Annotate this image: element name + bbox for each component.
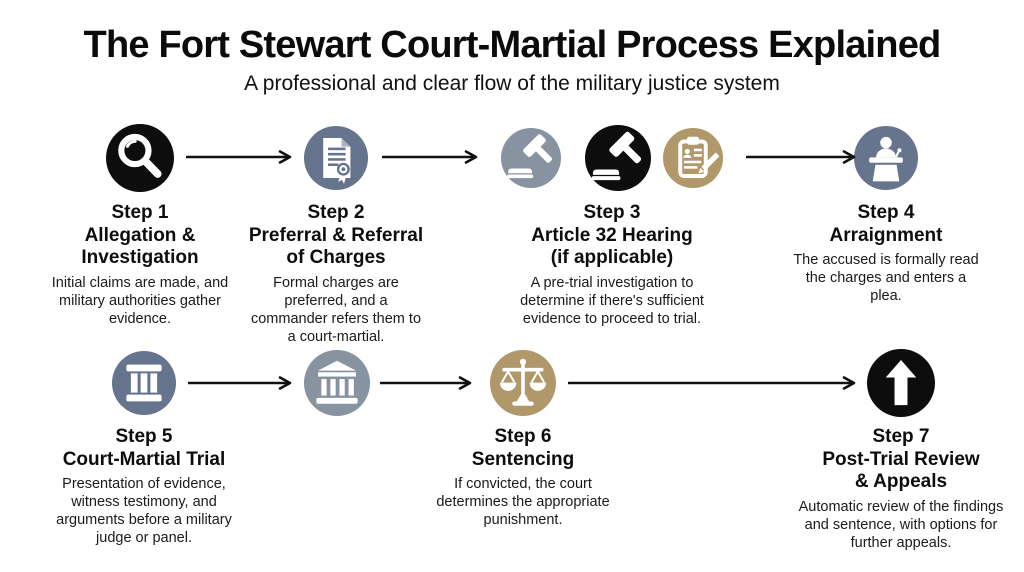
step-3: Step 3 Article 32 Hearing (if applicable…	[501, 122, 723, 329]
step-title: Allegation & Investigation	[81, 224, 199, 269]
step-title: Sentencing	[471, 448, 575, 470]
step-6: Step 6 Sentencing If convicted, the cour…	[418, 348, 628, 530]
right-arrow-icon	[188, 376, 292, 390]
step-label: Step 2	[307, 202, 365, 223]
right-arrow-icon	[746, 150, 856, 164]
step-description: Presentation of evidence, witness testim…	[56, 476, 232, 547]
step-description: The accused is formally read the charges…	[793, 252, 979, 305]
arrow-up-icon	[867, 349, 935, 417]
right-arrow-icon	[568, 376, 856, 390]
right-arrow-icon	[186, 150, 292, 164]
clipboard-pencil-icon	[663, 128, 723, 188]
podium-speaker-icon	[854, 126, 918, 190]
step-title: Article 32 Hearing (if applicable)	[531, 224, 693, 269]
document-seal-icon	[304, 126, 368, 190]
step-label: Step 6	[494, 426, 552, 447]
step-description: If convicted, the court determines the a…	[436, 476, 610, 529]
step-description: Automatic review of the findings and sen…	[798, 498, 1004, 551]
step-5: Step 5 Court-Martial Trial Presentation …	[44, 348, 244, 548]
step-description: Formal charges are preferred, and a comm…	[250, 274, 422, 345]
step-1: Step 1 Allegation & Investigation Initia…	[50, 122, 230, 329]
magnifier-icon	[106, 124, 174, 192]
step-label: Step 4	[857, 202, 915, 223]
scales-of-justice-icon	[490, 350, 556, 416]
step-title: Post-Trial Review & Appeals	[822, 448, 980, 493]
gavel-icon	[585, 125, 651, 191]
step-label: Step 1	[111, 202, 169, 223]
step-title: Preferral & Referral of Charges	[248, 224, 424, 269]
step-label: Step 5	[115, 426, 173, 447]
step-description: A pre-trial investigation to determine i…	[520, 274, 704, 327]
columns-icon	[112, 351, 176, 415]
courthouse-icon	[304, 350, 370, 416]
right-arrow-icon	[380, 376, 472, 390]
step-7: Step 7 Post-Trial Review & Appeals Autom…	[793, 348, 1009, 553]
step-title: Arraignment	[829, 224, 943, 246]
step-4: Step 4 Arraignment The accused is formal…	[789, 122, 983, 306]
step-title: Court-Martial Trial	[62, 448, 226, 470]
right-arrow-icon	[382, 150, 478, 164]
step-label: Step 3	[583, 202, 641, 223]
gavel-icon	[501, 128, 561, 188]
page-subtitle: A professional and clear flow of the mil…	[244, 72, 780, 95]
step-label: Step 7	[872, 426, 930, 447]
page-title: The Fort Stewart Court-Martial Process E…	[83, 24, 942, 66]
step-2: Step 2 Preferral & Referral of Charges F…	[231, 122, 441, 346]
step-description: Initial claims are made, and military au…	[51, 274, 229, 327]
